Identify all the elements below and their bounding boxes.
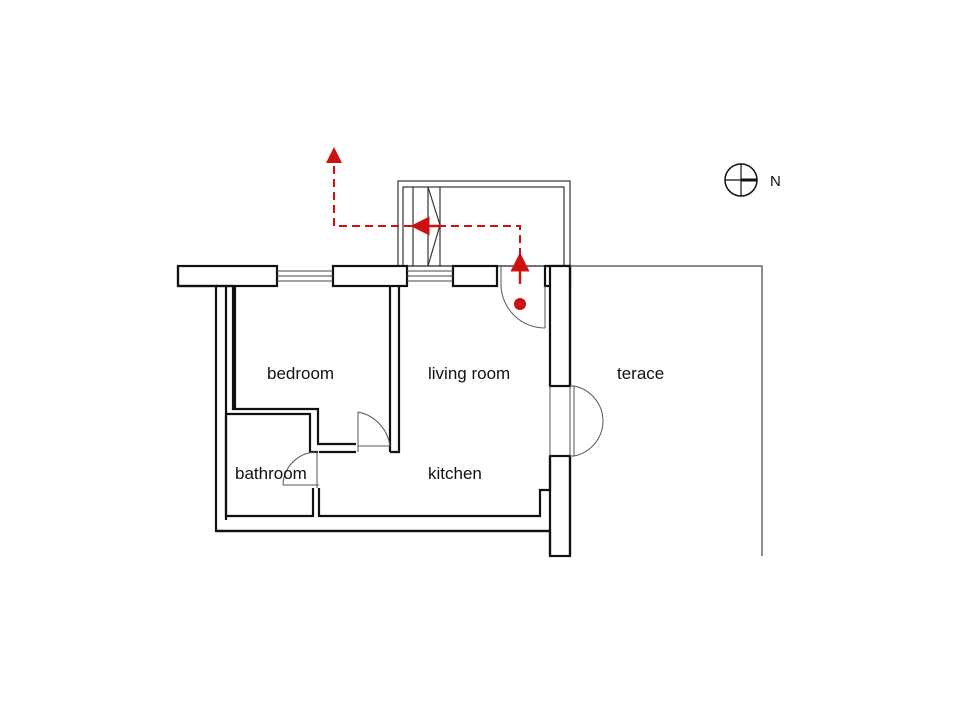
evacuation-route — [326, 147, 530, 310]
bedroom-label: bedroom — [267, 364, 334, 383]
windows — [277, 270, 453, 282]
wall-top-right — [451, 264, 499, 288]
walls — [176, 264, 572, 558]
route-path-exit — [326, 147, 412, 227]
living-room-label: living room — [428, 364, 510, 383]
terrace-outline — [570, 265, 763, 556]
stairwell — [397, 180, 571, 267]
compass: N — [724, 163, 781, 197]
bathroom-label: bathroom — [235, 464, 307, 483]
entrance-door — [500, 266, 546, 329]
kitchen-label: kitchen — [428, 464, 482, 483]
wall-top-left — [176, 264, 279, 288]
wall-east-upper — [548, 264, 572, 388]
bedroom-door — [357, 411, 391, 452]
terrace-doors — [549, 385, 604, 457]
wall-east-lower — [548, 454, 572, 558]
compass-north-label: N — [770, 173, 781, 190]
bedroom-walls — [216, 266, 572, 556]
terrace-label: terace — [617, 364, 664, 383]
start-point — [514, 298, 526, 310]
bathroom-door — [282, 451, 319, 488]
wall-top-mid — [331, 264, 409, 288]
route-path — [441, 225, 521, 256]
